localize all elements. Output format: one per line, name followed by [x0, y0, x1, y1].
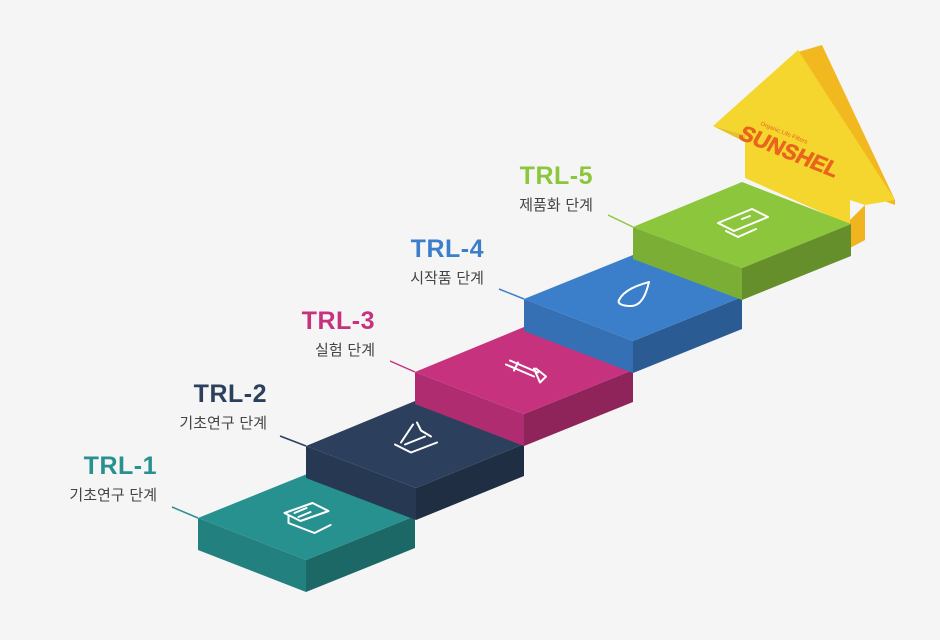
step-side-right: [416, 444, 524, 520]
step-side-left: [415, 372, 524, 446]
step-code: TRL-5: [519, 162, 593, 190]
step-desc: 실험 단계: [315, 341, 375, 359]
flask-icon: [394, 421, 438, 454]
leader-line: [389, 360, 416, 373]
leader-line: [607, 214, 634, 228]
step-top: [633, 182, 851, 268]
step-side-right: [742, 224, 851, 300]
step-label-trl4: TRL-4 시작품 단계: [410, 235, 484, 289]
step-side-right: [306, 516, 415, 592]
step-desc: 시작품 단계: [410, 269, 484, 287]
step-code: TRL-4: [410, 235, 484, 263]
step-block-5: [607, 182, 851, 300]
step-code: TRL-2: [193, 380, 267, 408]
step-code: TRL-3: [301, 307, 375, 335]
step-side-right: [524, 370, 633, 446]
brand-arrow: Organic Life Filters SUNSHEL: [713, 45, 895, 248]
step-side-left: [306, 446, 416, 520]
step-desc: 기초연구 단계: [179, 414, 267, 432]
leader-line: [171, 506, 199, 519]
leader-line: [498, 288, 525, 300]
step-desc: 제품화 단계: [519, 196, 593, 214]
leader-line: [279, 435, 307, 447]
step-label-trl2: TRL-2 기초연구 단계: [179, 380, 267, 434]
step-label-trl1: TRL-1 기초연구 단계: [69, 452, 157, 506]
step-side-right: [633, 297, 742, 373]
lab-book-icon: [283, 502, 332, 534]
step-label-trl5: TRL-5 제품화 단계: [519, 162, 593, 216]
step-side-left: [633, 227, 742, 300]
step-code: TRL-1: [83, 452, 157, 480]
step-label-trl3: TRL-3 실험 단계: [302, 307, 375, 361]
product-icon: [717, 208, 769, 238]
step-side-left: [524, 299, 633, 373]
drop-icon: [617, 281, 650, 307]
step-side-left: [198, 518, 306, 592]
step-desc: 기초연구 단계: [69, 486, 157, 504]
test-tube-icon: [505, 359, 547, 384]
